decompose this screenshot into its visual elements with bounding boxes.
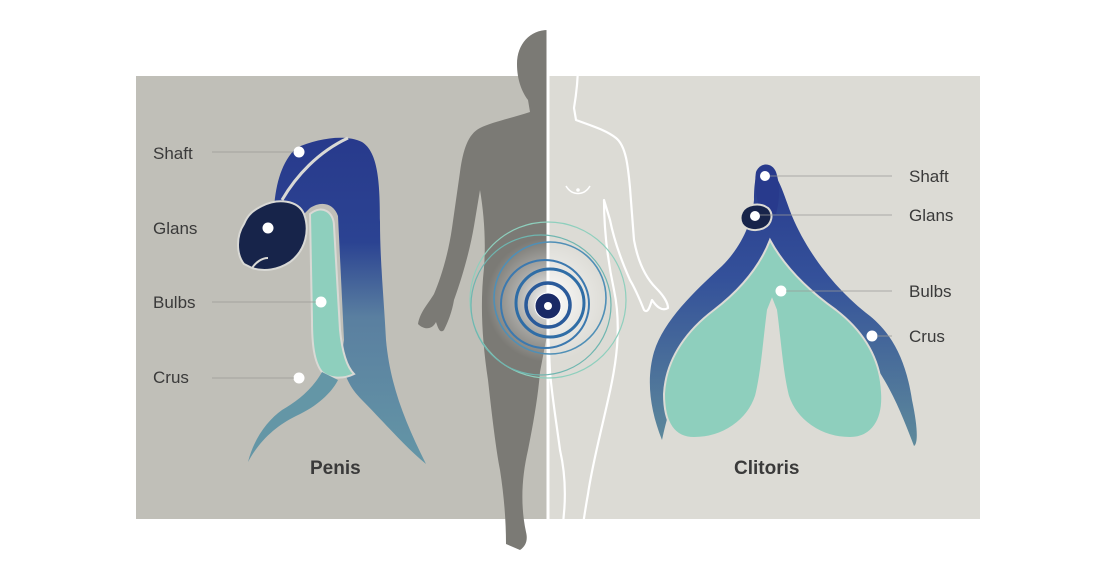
clitoris-glans-label: Glans <box>909 206 953 225</box>
penis-bulb <box>308 208 356 379</box>
clitoris-title: Clitoris <box>734 458 799 479</box>
clitoris-shaft-label: Shaft <box>909 167 949 186</box>
penis-shaft-label: Shaft <box>153 144 193 163</box>
male-silhouette <box>418 30 548 550</box>
penis-glans-label: Glans <box>153 219 197 238</box>
penis-crus <box>248 372 338 462</box>
pelvic-target-rings <box>469 221 627 379</box>
clitoris-crus <box>649 166 917 446</box>
penis-shaft <box>274 137 426 465</box>
clitoris-illustration: Shaft Glans Bulbs Crus Clitoris <box>649 164 953 479</box>
penis-crus-label: Crus <box>153 368 189 387</box>
clitoris-bulbs <box>662 237 884 440</box>
penis-bulbs-label: Bulbs <box>153 293 196 312</box>
clitoris-crus-label: Crus <box>909 327 945 346</box>
penis-title: Penis <box>310 458 361 479</box>
penis-glans <box>237 200 308 271</box>
clitoris-bulbs-label: Bulbs <box>909 282 952 301</box>
female-outline <box>548 28 670 552</box>
penis-illustration: Shaft Glans Bulbs Crus Penis <box>153 136 426 479</box>
